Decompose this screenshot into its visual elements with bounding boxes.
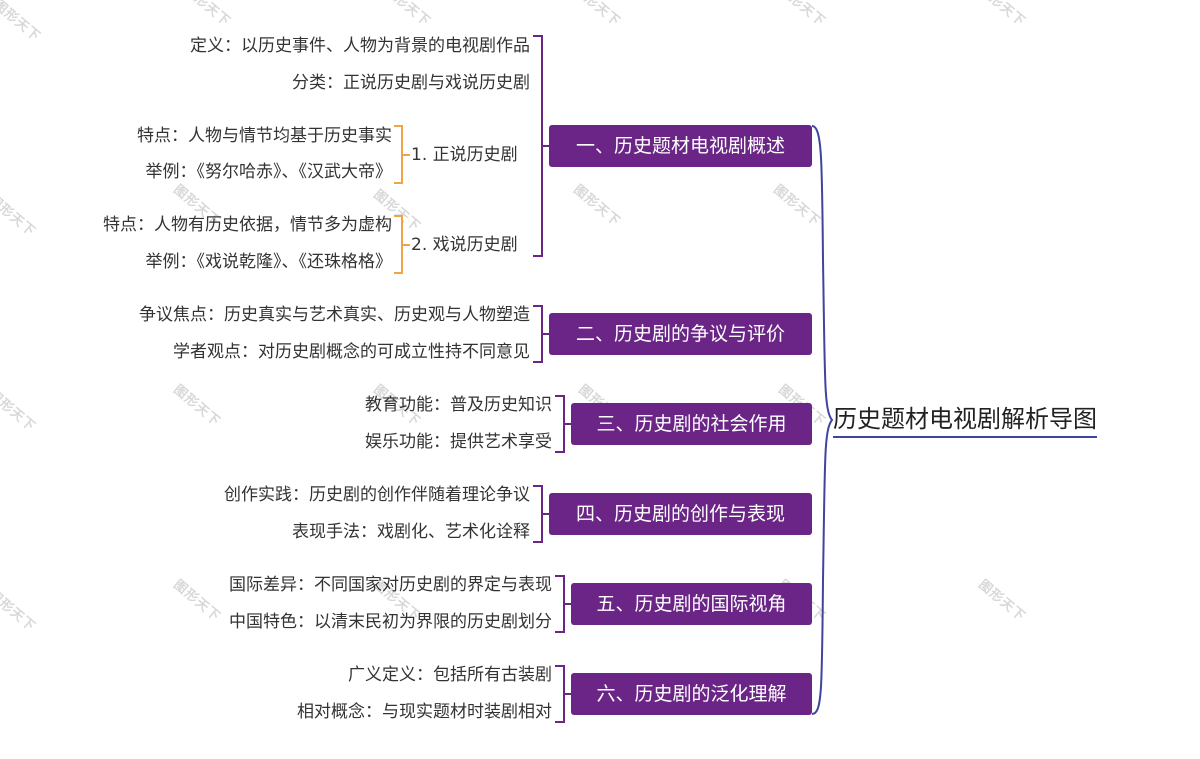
leaf-entertainment[interactable]: 娱乐功能：提供艺术享受 [365,432,552,452]
root-title[interactable]: 历史题材电视剧解析导图 [833,403,1097,438]
subtopic-fictional[interactable]: 2. 戏说历史剧 [411,235,518,255]
topic-5-bracket [555,575,571,633]
topic-1-bracket [533,35,549,257]
leaf-education[interactable]: 教育功能：普及历史知识 [365,395,552,415]
topic-international[interactable]: 五、历史剧的国际视角 [571,583,812,625]
leaf-orthodox-feature[interactable]: 特点：人物与情节均基于历史事实 [137,126,392,146]
leaf-classification[interactable]: 分类：正说历史剧与戏说历史剧 [292,73,530,93]
root-connector [811,125,834,715]
subtopic-2-bracket [394,215,410,274]
topic-3-bracket [555,395,571,453]
leaf-orthodox-example[interactable]: 举例：《努尔哈赤》、《汉武大帝》 [145,162,393,182]
topic-6-bracket [555,665,571,723]
topic-2-bracket [533,305,549,363]
topic-generalized[interactable]: 六、历史剧的泛化理解 [571,673,812,715]
leaf-relative-concept[interactable]: 相对概念：与现实题材时装剧相对 [297,702,552,722]
leaf-definition[interactable]: 定义：以历史事件、人物为背景的电视剧作品 [190,36,530,56]
leaf-broad-definition[interactable]: 广义定义：包括所有古装剧 [348,665,552,685]
topic-overview[interactable]: 一、历史题材电视剧概述 [549,125,812,167]
topic-social-role[interactable]: 三、历史剧的社会作用 [571,403,812,445]
leaf-intl-difference[interactable]: 国际差异：不同国家对历史剧的界定与表现 [229,575,552,595]
topic-4-bracket [533,485,549,543]
subtopic-1-bracket [394,125,410,184]
leaf-controversy-focus[interactable]: 争议焦点：历史真实与艺术真实、历史观与人物塑造 [139,305,530,325]
leaf-fictional-feature[interactable]: 特点：人物有历史依据，情节多为虚构 [103,215,392,235]
leaf-fictional-example[interactable]: 举例：《戏说乾隆》、《还珠格格》 [145,252,393,272]
leaf-china-feature[interactable]: 中国特色：以清末民初为界限的历史剧划分 [229,612,552,632]
leaf-creation-practice[interactable]: 创作实践：历史剧的创作伴随着理论争议 [224,485,530,505]
topic-creation[interactable]: 四、历史剧的创作与表现 [549,493,812,535]
leaf-scholar-view[interactable]: 学者观点：对历史剧概念的可成立性持不同意见 [173,342,530,362]
subtopic-orthodox[interactable]: 1. 正说历史剧 [411,145,518,165]
leaf-expression[interactable]: 表现手法：戏剧化、艺术化诠释 [292,522,530,542]
topic-controversy[interactable]: 二、历史剧的争议与评价 [549,313,812,355]
